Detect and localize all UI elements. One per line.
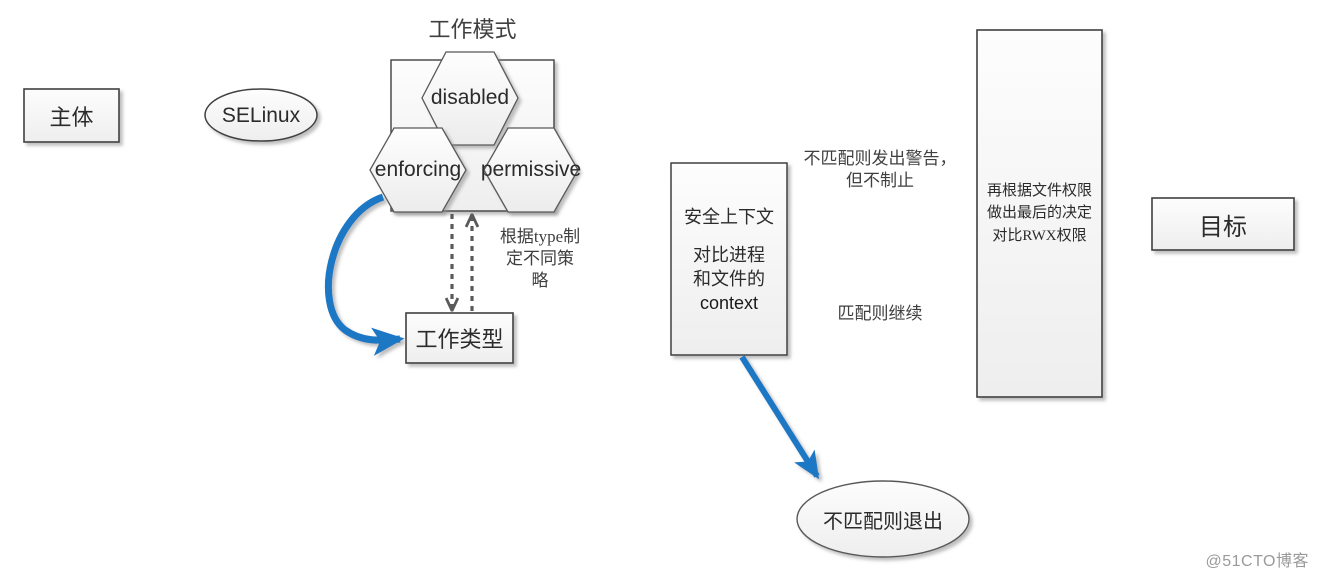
diagram-title: 工作模式 [428, 17, 517, 42]
node-work-type-shape[interactable] [405, 312, 514, 364]
node-target-shape[interactable] [1151, 197, 1295, 251]
node-mode-enforcing-shape[interactable] [369, 127, 467, 213]
edge-security-context-to-exit [739, 355, 820, 480]
watermark: @51CTO博客 [1205, 553, 1309, 570]
node-mode-disabled-shape[interactable] [421, 51, 519, 146]
edge-label-match-continue: 匹配则继续 [837, 304, 923, 323]
node-security-context-shape[interactable] [670, 162, 788, 356]
edge-label-type-policy: 根据type制 定不同策 略 [487, 226, 593, 291]
warn-not-block-line2: 但不制止 [846, 170, 914, 190]
edge-label-warn-not-block: 不匹配则发出警告， 但不制止 [790, 148, 970, 192]
node-subject-shape[interactable] [23, 88, 120, 143]
node-selinux-shape[interactable] [204, 88, 318, 142]
node-mode-permissive-shape[interactable] [483, 127, 579, 213]
warn-not-block-line1: 不匹配则发出警告， [803, 149, 957, 168]
edge-enforcing-to-work-type [324, 193, 405, 356]
type-policy-line1: 根据type制 [499, 227, 581, 246]
type-policy-line3: 略 [531, 270, 549, 290]
type-policy-line2: 定不同策 [506, 248, 574, 268]
node-exit-shape[interactable] [796, 480, 970, 558]
node-file-permission-shape[interactable] [976, 29, 1103, 398]
